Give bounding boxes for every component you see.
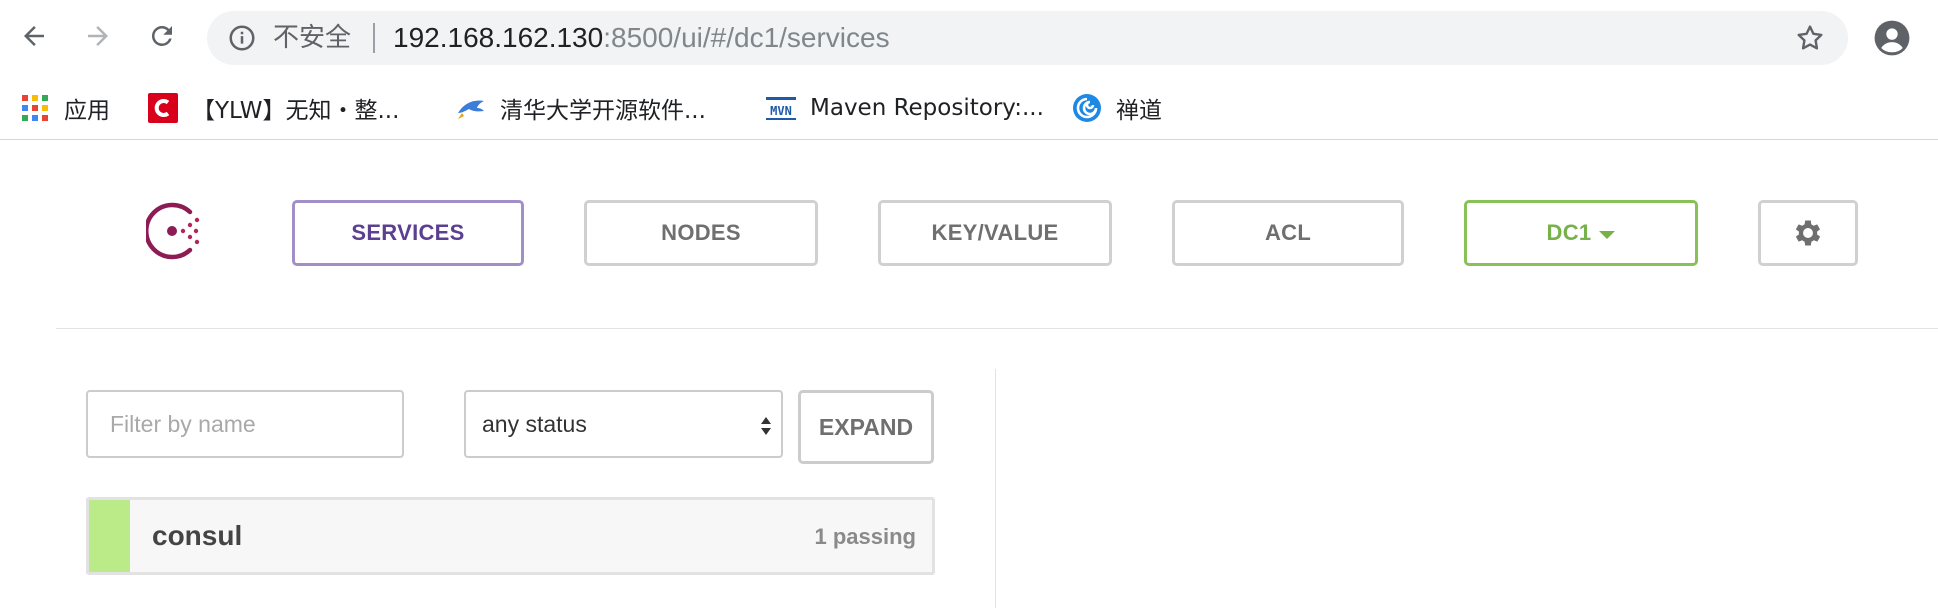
apps-grid-icon (22, 95, 48, 121)
nav-acl-button[interactable]: ACL (1172, 200, 1404, 266)
bookmark-tuna[interactable]: 清华大学开源软件... (456, 88, 706, 128)
status-filter-select[interactable]: any status (464, 390, 783, 458)
bookmark-label: 禅道 (1116, 98, 1162, 124)
omnibox-separator (373, 23, 375, 53)
bookmark-star-icon[interactable] (1794, 22, 1826, 54)
bookmark-label: Maven Repository:... (810, 95, 1044, 121)
nav-nodes-label: NODES (661, 220, 741, 245)
datacenter-dropdown[interactable]: DC1 (1464, 200, 1698, 266)
expand-label: EXPAND (818, 413, 914, 440)
header-divider (56, 328, 1938, 329)
url-text[interactable]: 192.168.162.130:8500/ui/#/dc1/services (393, 24, 890, 52)
service-name: consul (152, 520, 243, 551)
bookmark-zentao[interactable]: 禅道 (1072, 88, 1162, 128)
bookmark-label: 清华大学开源软件... (500, 98, 706, 124)
service-status-indicator (89, 500, 130, 572)
service-list-item[interactable]: consul 1 passing (86, 497, 935, 575)
select-updown-icon (761, 417, 771, 435)
filter-by-name-input[interactable] (86, 390, 404, 458)
nav-services-label: SERVICES (351, 220, 465, 245)
address-bar[interactable]: 不安全 192.168.162.130:8500/ui/#/dc1/servic… (207, 11, 1848, 65)
settings-button[interactable] (1758, 200, 1858, 266)
datacenter-label: DC1 (1546, 220, 1592, 245)
status-filter-value: any status (482, 410, 587, 437)
bookmark-ylw[interactable]: 【YLW】无知・整... (148, 88, 399, 128)
bookmarks-bar: 应用 【YLW】无知・整... 清华大学开源软件... MVN Maven Re… (0, 78, 1938, 140)
column-divider (995, 369, 996, 608)
nav-key-value-label: KEY/VALUE (931, 220, 1059, 245)
bookmark-apps[interactable]: 应用 (20, 88, 110, 128)
nav-services-button[interactable]: SERVICES (292, 200, 524, 266)
security-label[interactable]: 不安全 (273, 23, 352, 53)
svg-text:MVN: MVN (770, 104, 792, 118)
service-check-count: 1 passing (814, 524, 916, 549)
bookmark-label: 【YLW】无知・整... (192, 98, 400, 124)
caret-down-icon (1599, 230, 1616, 239)
back-arrow-icon (24, 26, 44, 46)
nav-acl-label: ACL (1264, 220, 1312, 245)
reload-icon (151, 25, 172, 46)
bookmark-label: 应用 (64, 98, 110, 124)
nav-key-value-button[interactable]: KEY/VALUE (878, 200, 1112, 266)
bookmark-maven[interactable]: MVN Maven Repository:... (766, 88, 1044, 128)
url-path: :8500/ui/#/dc1/services (603, 22, 890, 53)
back-button[interactable] (16, 18, 52, 54)
forward-button[interactable] (80, 18, 116, 54)
forward-arrow-icon (88, 26, 108, 46)
site-c-icon (148, 93, 178, 123)
tuna-icon (458, 100, 484, 119)
reload-button[interactable] (144, 18, 180, 54)
browser-toolbar: 不安全 192.168.162.130:8500/ui/#/dc1/servic… (0, 0, 1938, 78)
profile-avatar-icon[interactable] (1873, 19, 1911, 57)
mvn-icon: MVN (766, 97, 796, 120)
url-host: 192.168.162.130 (393, 22, 604, 53)
expand-button[interactable]: EXPAND (798, 390, 934, 464)
info-icon[interactable] (227, 23, 257, 53)
gear-icon (1795, 220, 1821, 246)
zentao-icon (1073, 94, 1101, 122)
consul-logo-icon[interactable] (146, 201, 208, 261)
nav-nodes-button[interactable]: NODES (584, 200, 818, 266)
